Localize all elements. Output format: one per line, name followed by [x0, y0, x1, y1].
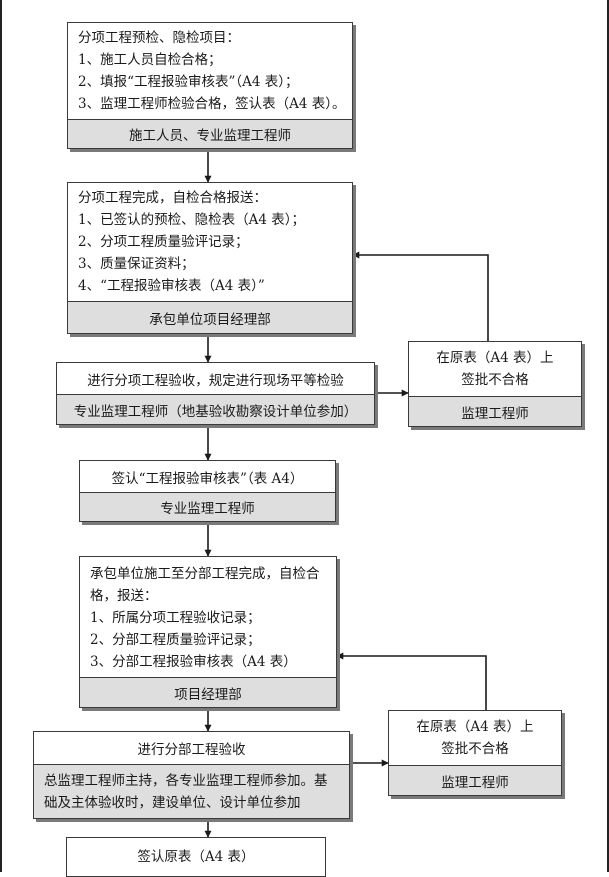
step-sign-original-title: 签认原表（A4 表） — [67, 838, 325, 872]
step-division-report-content: 承包单位施工至分部工程完成，自检合 格，报送： 1、所属分项工程验收记录； 2、… — [80, 557, 336, 677]
step-division-report-line: 承包单位施工至分部工程完成，自检合 — [90, 566, 320, 582]
rejection-division-line: 签批不合格 — [441, 741, 509, 757]
left-border-line — [0, 0, 2, 872]
right-border-line — [607, 0, 609, 872]
step-sign-original-box: 签认原表（A4 表） — [66, 837, 326, 877]
step-subitem-acceptance-title: 进行分项工程验收，规定进行现场平等检验 — [57, 363, 374, 394]
step-division-report-line: 2、分部工程质量验评记录； — [90, 632, 261, 648]
step-preinspection-content: 分项工程预检、隐检项目： 1、施工人员自检合格； 2、填报“工程报验审核表”（A… — [68, 23, 352, 119]
step-subitem-report-line: 2、分项工程质量验评记录； — [78, 234, 249, 250]
rejection-subitem-content: 在原表（A4 表）上 签批不合格 — [409, 342, 581, 396]
step-division-acceptance-box: 进行分部工程验收 总监理工程师主持，各专业监理工程师参加。基 础及主体验收时，建… — [33, 731, 350, 819]
rejection-box-subitem: 在原表（A4 表）上 签批不合格 监理工程师 — [408, 341, 582, 427]
step-preinspection-line: 分项工程预检、隐检项目： — [78, 30, 240, 46]
step-division-report-line: 格，报送： — [90, 588, 158, 604]
step-subitem-report-responsible: 承包单位项目经理部 — [68, 301, 352, 333]
arrow-r2-to-s5 — [336, 652, 487, 710]
step-subitem-report-box: 分项工程完成，自检合格报送： 1、已签认的预检、隐检表（A4 表）； 2、分项工… — [67, 182, 353, 334]
rejection-subitem-responsible: 监理工程师 — [409, 396, 581, 426]
rejection-division-content: 在原表（A4 表）上 签批不合格 — [389, 711, 561, 765]
step-sign-form-responsible: 专业监理工程师 — [80, 492, 335, 521]
rejection-subitem-line: 在原表（A4 表）上 — [436, 350, 554, 366]
step-preinspection-responsible: 施工人员、专业监理工程师 — [68, 119, 352, 148]
step-division-acceptance-footer-line: 础及主体验收时，建设单位、设计单位参加 — [44, 794, 301, 811]
step-subitem-report-line: 分项工程完成，自检合格报送： — [78, 190, 267, 206]
step-division-acceptance-footer-line: 总监理工程师主持，各专业监理工程师参加。基 — [44, 772, 328, 789]
step-sign-form-box: 签认“工程报验审核表”（表 A4） 专业监理工程师 — [79, 460, 336, 522]
rejection-box-division: 在原表（A4 表）上 签批不合格 监理工程师 — [388, 710, 562, 796]
step-preinspection-box: 分项工程预检、隐检项目： 1、施工人员自检合格； 2、填报“工程报验审核表”（A… — [67, 22, 353, 149]
step-division-acceptance-title: 进行分部工程验收 — [34, 732, 349, 764]
step-subitem-acceptance-box: 进行分项工程验收，规定进行现场平等检验 专业监理工程师（地基验收勘察设计单位参加… — [56, 362, 375, 425]
step-subitem-report-content: 分项工程完成，自检合格报送： 1、已签认的预检、隐检表（A4 表）； 2、分项工… — [68, 183, 352, 301]
step-sign-form-title: 签认“工程报验审核表”（表 A4） — [80, 461, 335, 492]
step-division-acceptance-responsible: 总监理工程师主持，各专业监理工程师参加。基 础及主体验收时，建设单位、设计单位参… — [34, 764, 349, 818]
step-division-report-line: 3、分部工程报验审核表（A4 表） — [90, 654, 297, 670]
rejection-division-line: 在原表（A4 表）上 — [416, 719, 534, 735]
step-subitem-report-line: 1、已签认的预检、隐检表（A4 表）； — [78, 212, 305, 228]
rejection-subitem-line: 签批不合格 — [461, 372, 529, 388]
step-division-report-box: 承包单位施工至分部工程完成，自检合 格，报送： 1、所属分项工程验收记录； 2、… — [79, 556, 337, 708]
step-division-report-line: 1、所属分项工程验收记录； — [90, 610, 261, 626]
step-preinspection-line: 2、填报“工程报验审核表”（A4 表）； — [78, 74, 299, 90]
step-preinspection-line: 3、监理工程师检验合格，签认表（A4 表）。 — [78, 96, 346, 112]
step-subitem-report-line: 4、“工程报验审核表（A4 表）” — [78, 278, 265, 294]
rejection-division-responsible: 监理工程师 — [389, 765, 561, 795]
arrow-r1-to-s2 — [352, 251, 489, 341]
step-preinspection-line: 1、施工人员自检合格； — [78, 52, 222, 68]
step-subitem-report-line: 3、质量保证资料； — [78, 256, 195, 272]
step-subitem-acceptance-responsible: 专业监理工程师（地基验收勘察设计单位参加） — [57, 394, 374, 424]
step-division-report-responsible: 项目经理部 — [80, 677, 336, 707]
